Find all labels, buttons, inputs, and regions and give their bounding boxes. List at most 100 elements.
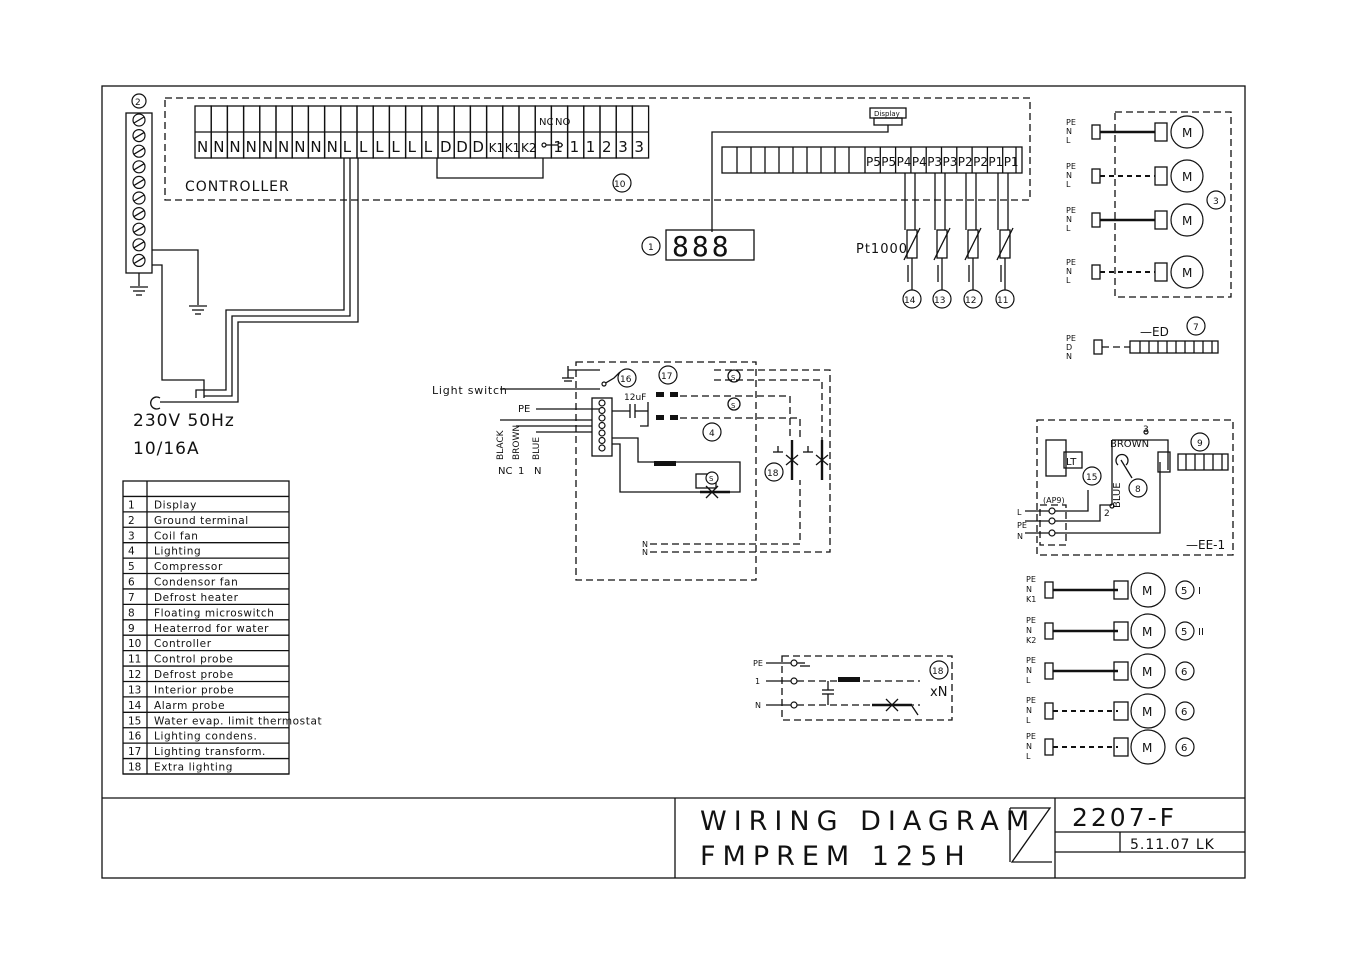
brown-wire-label: BROWN (1110, 439, 1149, 450)
drawing-revision: 5.11.07 LK (1130, 837, 1215, 853)
wire-blue: BLUE (532, 437, 542, 460)
controller-terminal-label: N (327, 138, 338, 156)
legend-description: Alarm probe (154, 700, 225, 712)
legend-number: 12 (128, 669, 141, 681)
relay-no-label: NO (555, 117, 570, 128)
controller-terminal-label: D (440, 138, 452, 156)
fan-motor-label: M (1182, 214, 1192, 228)
legend-description: Defrost probe (154, 669, 234, 681)
relay-nc-label: NC (539, 117, 553, 128)
controller-terminal-label: L (424, 138, 433, 156)
light-cond-ref: 16 (620, 375, 632, 385)
probe-terminal-label: P2 (973, 155, 988, 169)
water-heater-ref: 9 (1197, 439, 1203, 449)
s-symbol-3: S (709, 475, 714, 483)
water-heater-label: —EE-1 (1186, 538, 1225, 552)
s-symbol-1: S (731, 374, 736, 382)
legend-number: 4 (128, 546, 135, 558)
legend-number: 9 (128, 623, 135, 635)
fan-wire-label: PE (1066, 162, 1076, 171)
probe-group (902, 173, 1015, 309)
probe-terminal-label: P1 (1004, 155, 1019, 169)
motor-wire-label: L (1026, 752, 1031, 761)
legend-number: 15 (128, 715, 141, 727)
drawing-model: FMPREM 125H (700, 841, 972, 872)
legend-description: Interior probe (154, 684, 234, 696)
motor-wire-label: K2 (1026, 636, 1036, 645)
wire-term-n: N (534, 466, 541, 477)
motor-label: M (1142, 584, 1152, 598)
drawing-number: 2207-F (1072, 803, 1177, 832)
display-connector-label: Display (874, 110, 900, 118)
controller-terminal-label: 1 (570, 138, 580, 156)
light-pe-label: PE (518, 404, 530, 415)
fan-motor (1170, 159, 1204, 193)
legend-description: Defrost heater (154, 592, 239, 604)
controller-terminal-label: N (310, 138, 321, 156)
pin-2-label: 2 (1104, 509, 1110, 519)
probe-ref-14: 14 (904, 296, 916, 306)
fan-wire-label: PE (1066, 206, 1076, 215)
motor-wire-label: N (1026, 626, 1032, 635)
fan-wire-label: L (1066, 224, 1071, 233)
controller-terminal-label: L (359, 138, 368, 156)
motor-wire-label: N (1026, 742, 1032, 751)
legend-number: 16 (128, 731, 142, 743)
probe-ref-12: 12 (965, 296, 976, 306)
motor-ref: 6 (1181, 743, 1187, 754)
heater-label: —ED (1140, 325, 1169, 339)
controller-terminal-label: 1 (586, 138, 596, 156)
motor (1130, 729, 1166, 765)
controller-terminal-label: D (456, 138, 468, 156)
motor-label: M (1142, 705, 1152, 719)
motor-wire-label: L (1026, 716, 1031, 725)
light-trans-ref: 17 (661, 372, 672, 382)
legend-number: 5 (128, 561, 135, 573)
legend-description: Extra lighting (154, 762, 233, 774)
legend-description: Lighting transform. (154, 746, 266, 758)
probe-terminal-label: P5 (881, 155, 896, 169)
wh-wire-l: L (1017, 508, 1022, 517)
legend-description: Floating microswitch (154, 607, 274, 619)
fan-wire-label: PE (1066, 258, 1076, 267)
legend-number: 2 (128, 515, 135, 527)
controller-terminal-label: K1 (489, 141, 505, 155)
controller-terminal-label: 1 (553, 138, 563, 156)
legend-description: Lighting condens. (154, 731, 257, 743)
heater-wire-pe: PE (1066, 334, 1076, 343)
extra-light-ref: 18 (767, 469, 779, 479)
connector-label: (AP9) (1043, 496, 1065, 505)
extra-light-wire-pe: PE (753, 659, 763, 668)
fan-wire-label: L (1066, 180, 1071, 189)
extra-light-wire-n: N (755, 701, 761, 710)
motor-label: M (1142, 741, 1152, 755)
controller-box (164, 97, 1031, 201)
motor-wire-label: PE (1026, 732, 1036, 741)
supply-current: 10/16A (133, 439, 200, 459)
legend-description: Controller (154, 638, 212, 650)
motor-suffix: I (1198, 586, 1201, 597)
light-switch-label: Light switch (432, 384, 508, 397)
motor-wire-label: N (1026, 706, 1032, 715)
ground-terminal-ref: 2 (135, 98, 141, 108)
legend-description: Heaterrod for water (154, 623, 269, 635)
coil-fan-ref: 3 (1213, 197, 1219, 207)
supply-voltage: 230V 50Hz (133, 411, 235, 431)
legend-description: Control probe (154, 654, 233, 666)
wire-term-1: 1 (518, 466, 524, 477)
controller-terminal-label: K2 (521, 141, 537, 155)
fan-wire-label: N (1066, 127, 1072, 136)
wire-term-nc: NC (498, 466, 512, 477)
extra-lighting-note: xN (930, 685, 947, 700)
motor (1130, 613, 1166, 649)
motor-label: M (1142, 665, 1152, 679)
wire-brown: BROWN (512, 425, 522, 460)
lighting-circuit (500, 361, 831, 581)
legend-number: 1 (128, 499, 135, 511)
fan-wire-label: N (1066, 267, 1072, 276)
blue-wire-label: BLUE (1112, 482, 1123, 508)
legend-description: Water evap. limit thermostat (154, 715, 322, 727)
controller-terminal-label: L (391, 138, 400, 156)
